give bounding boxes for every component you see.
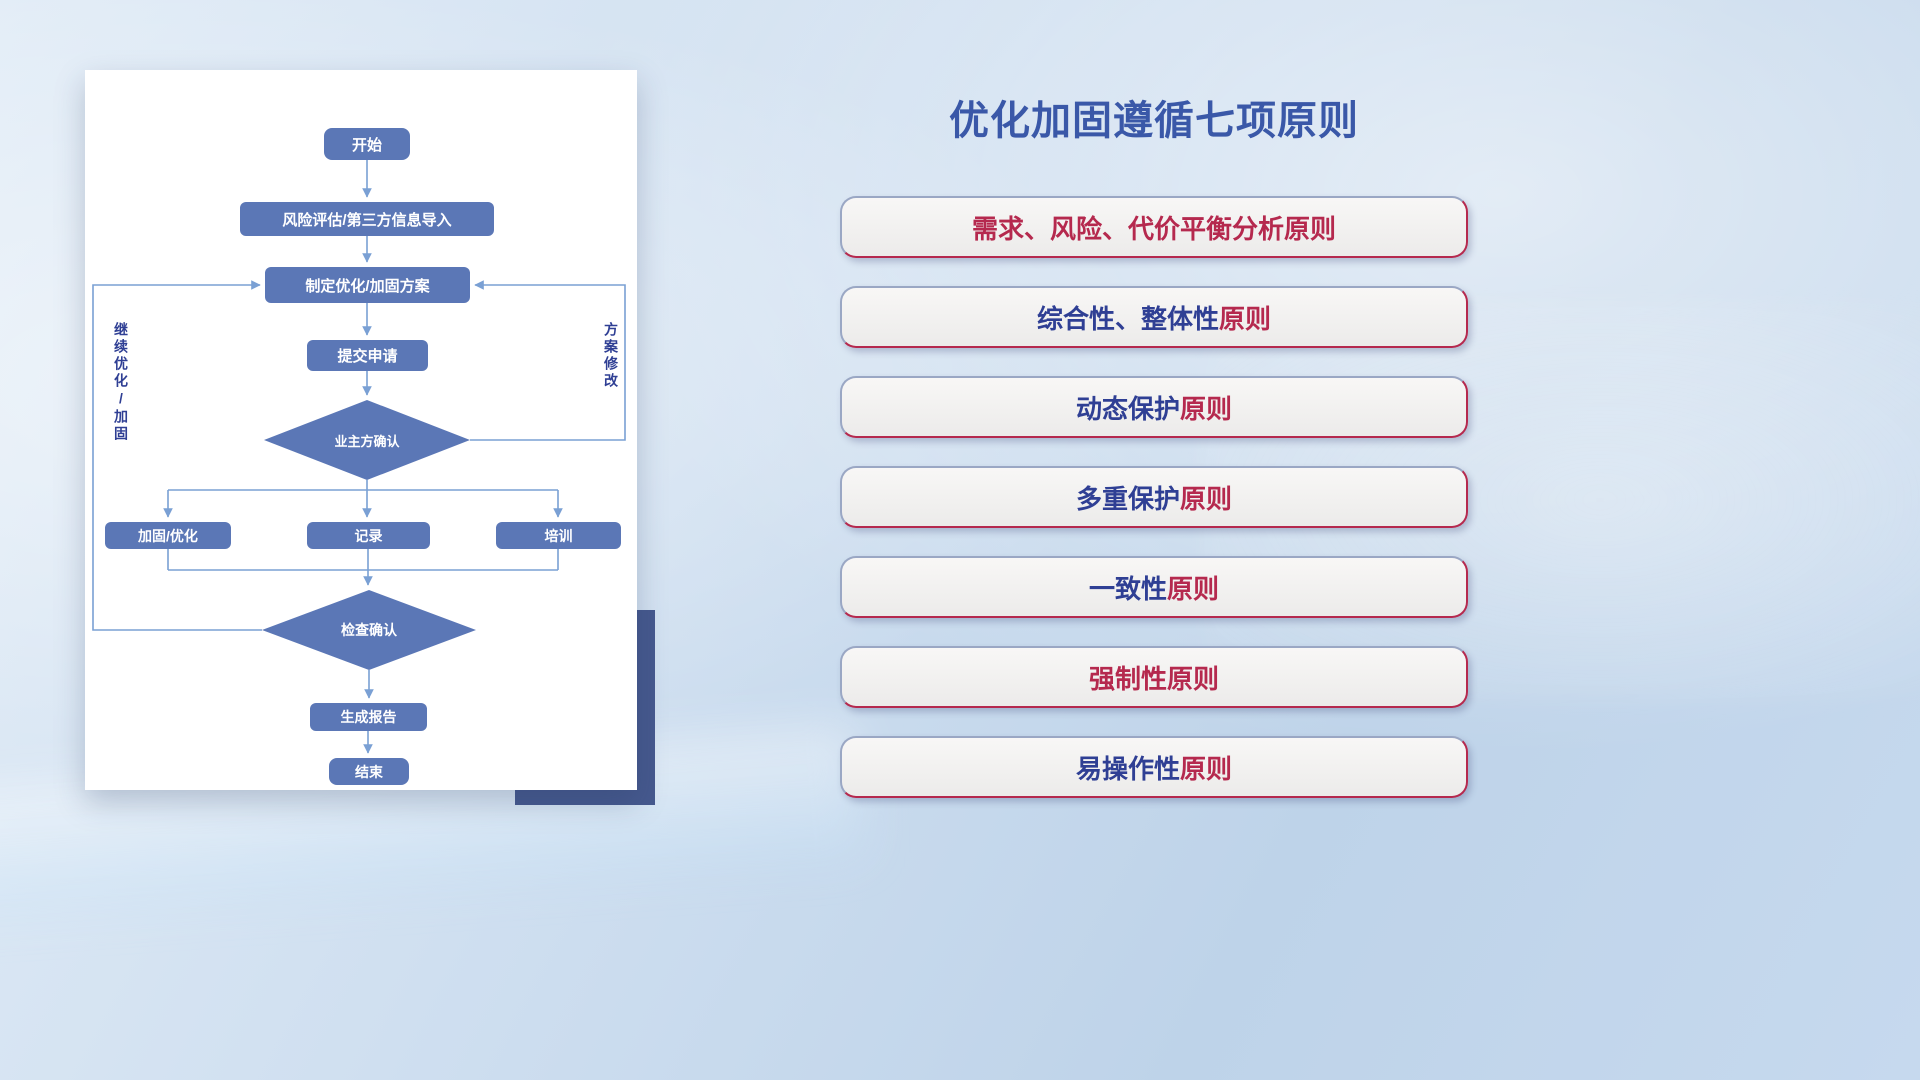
flow-node-end: 结束: [329, 758, 409, 785]
principles-list: 需求、风险、代价平衡分析原则综合性、整体性原则动态保护原则多重保护原则一致性原则…: [840, 196, 1468, 798]
flowchart-card: 开始 风险评估/第三方信息导入 制定优化/加固方案 提交申请 业主方确认 加固/…: [85, 70, 637, 790]
principle-text: 原则: [1219, 303, 1272, 334]
principle-text: 动态保护: [1075, 393, 1180, 424]
principle-text: 一致性: [1088, 573, 1167, 604]
principle-text: 原则: [1180, 393, 1233, 424]
loop-label-continue-optimize: 继续优化/加固: [113, 322, 129, 443]
flow-node-report: 生成报告: [310, 703, 427, 731]
principle-box: 一致性原则: [840, 556, 1468, 618]
flow-node-training: 培训: [496, 522, 621, 549]
principle-box: 多重保护原则: [840, 466, 1468, 528]
principle-text: 需求、风险、代价平衡分析原则: [971, 213, 1336, 244]
principle-text: 原则: [1167, 573, 1220, 604]
principle-box: 需求、风险、代价平衡分析原则: [840, 196, 1468, 258]
principle-box: 动态保护原则: [840, 376, 1468, 438]
principle-text: 强制性原则: [1088, 663, 1219, 694]
principle-text: 原则: [1180, 753, 1233, 784]
flow-node-reinforce: 加固/优化: [105, 522, 231, 549]
principle-text: 多重保护: [1075, 483, 1180, 514]
loop-label-plan-modify: 方案修改: [603, 322, 619, 390]
principle-box: 强制性原则: [840, 646, 1468, 708]
flowchart-connectors: [92, 160, 626, 754]
flow-node-record: 记录: [307, 522, 430, 549]
principle-text: 易操作性: [1075, 753, 1180, 784]
flow-node-make-plan: 制定优化/加固方案: [265, 267, 470, 303]
flow-node-risk-import: 风险评估/第三方信息导入: [240, 202, 494, 236]
principle-box: 综合性、整体性原则: [840, 286, 1468, 348]
principle-box: 易操作性原则: [840, 736, 1468, 798]
principle-text: 原则: [1180, 483, 1233, 514]
flow-node-submit: 提交申请: [307, 340, 428, 371]
flow-node-start: 开始: [324, 128, 410, 160]
principle-text: 综合性、整体性: [1036, 303, 1219, 334]
slide-title: 优化加固遵循七项原则: [949, 99, 1359, 143]
